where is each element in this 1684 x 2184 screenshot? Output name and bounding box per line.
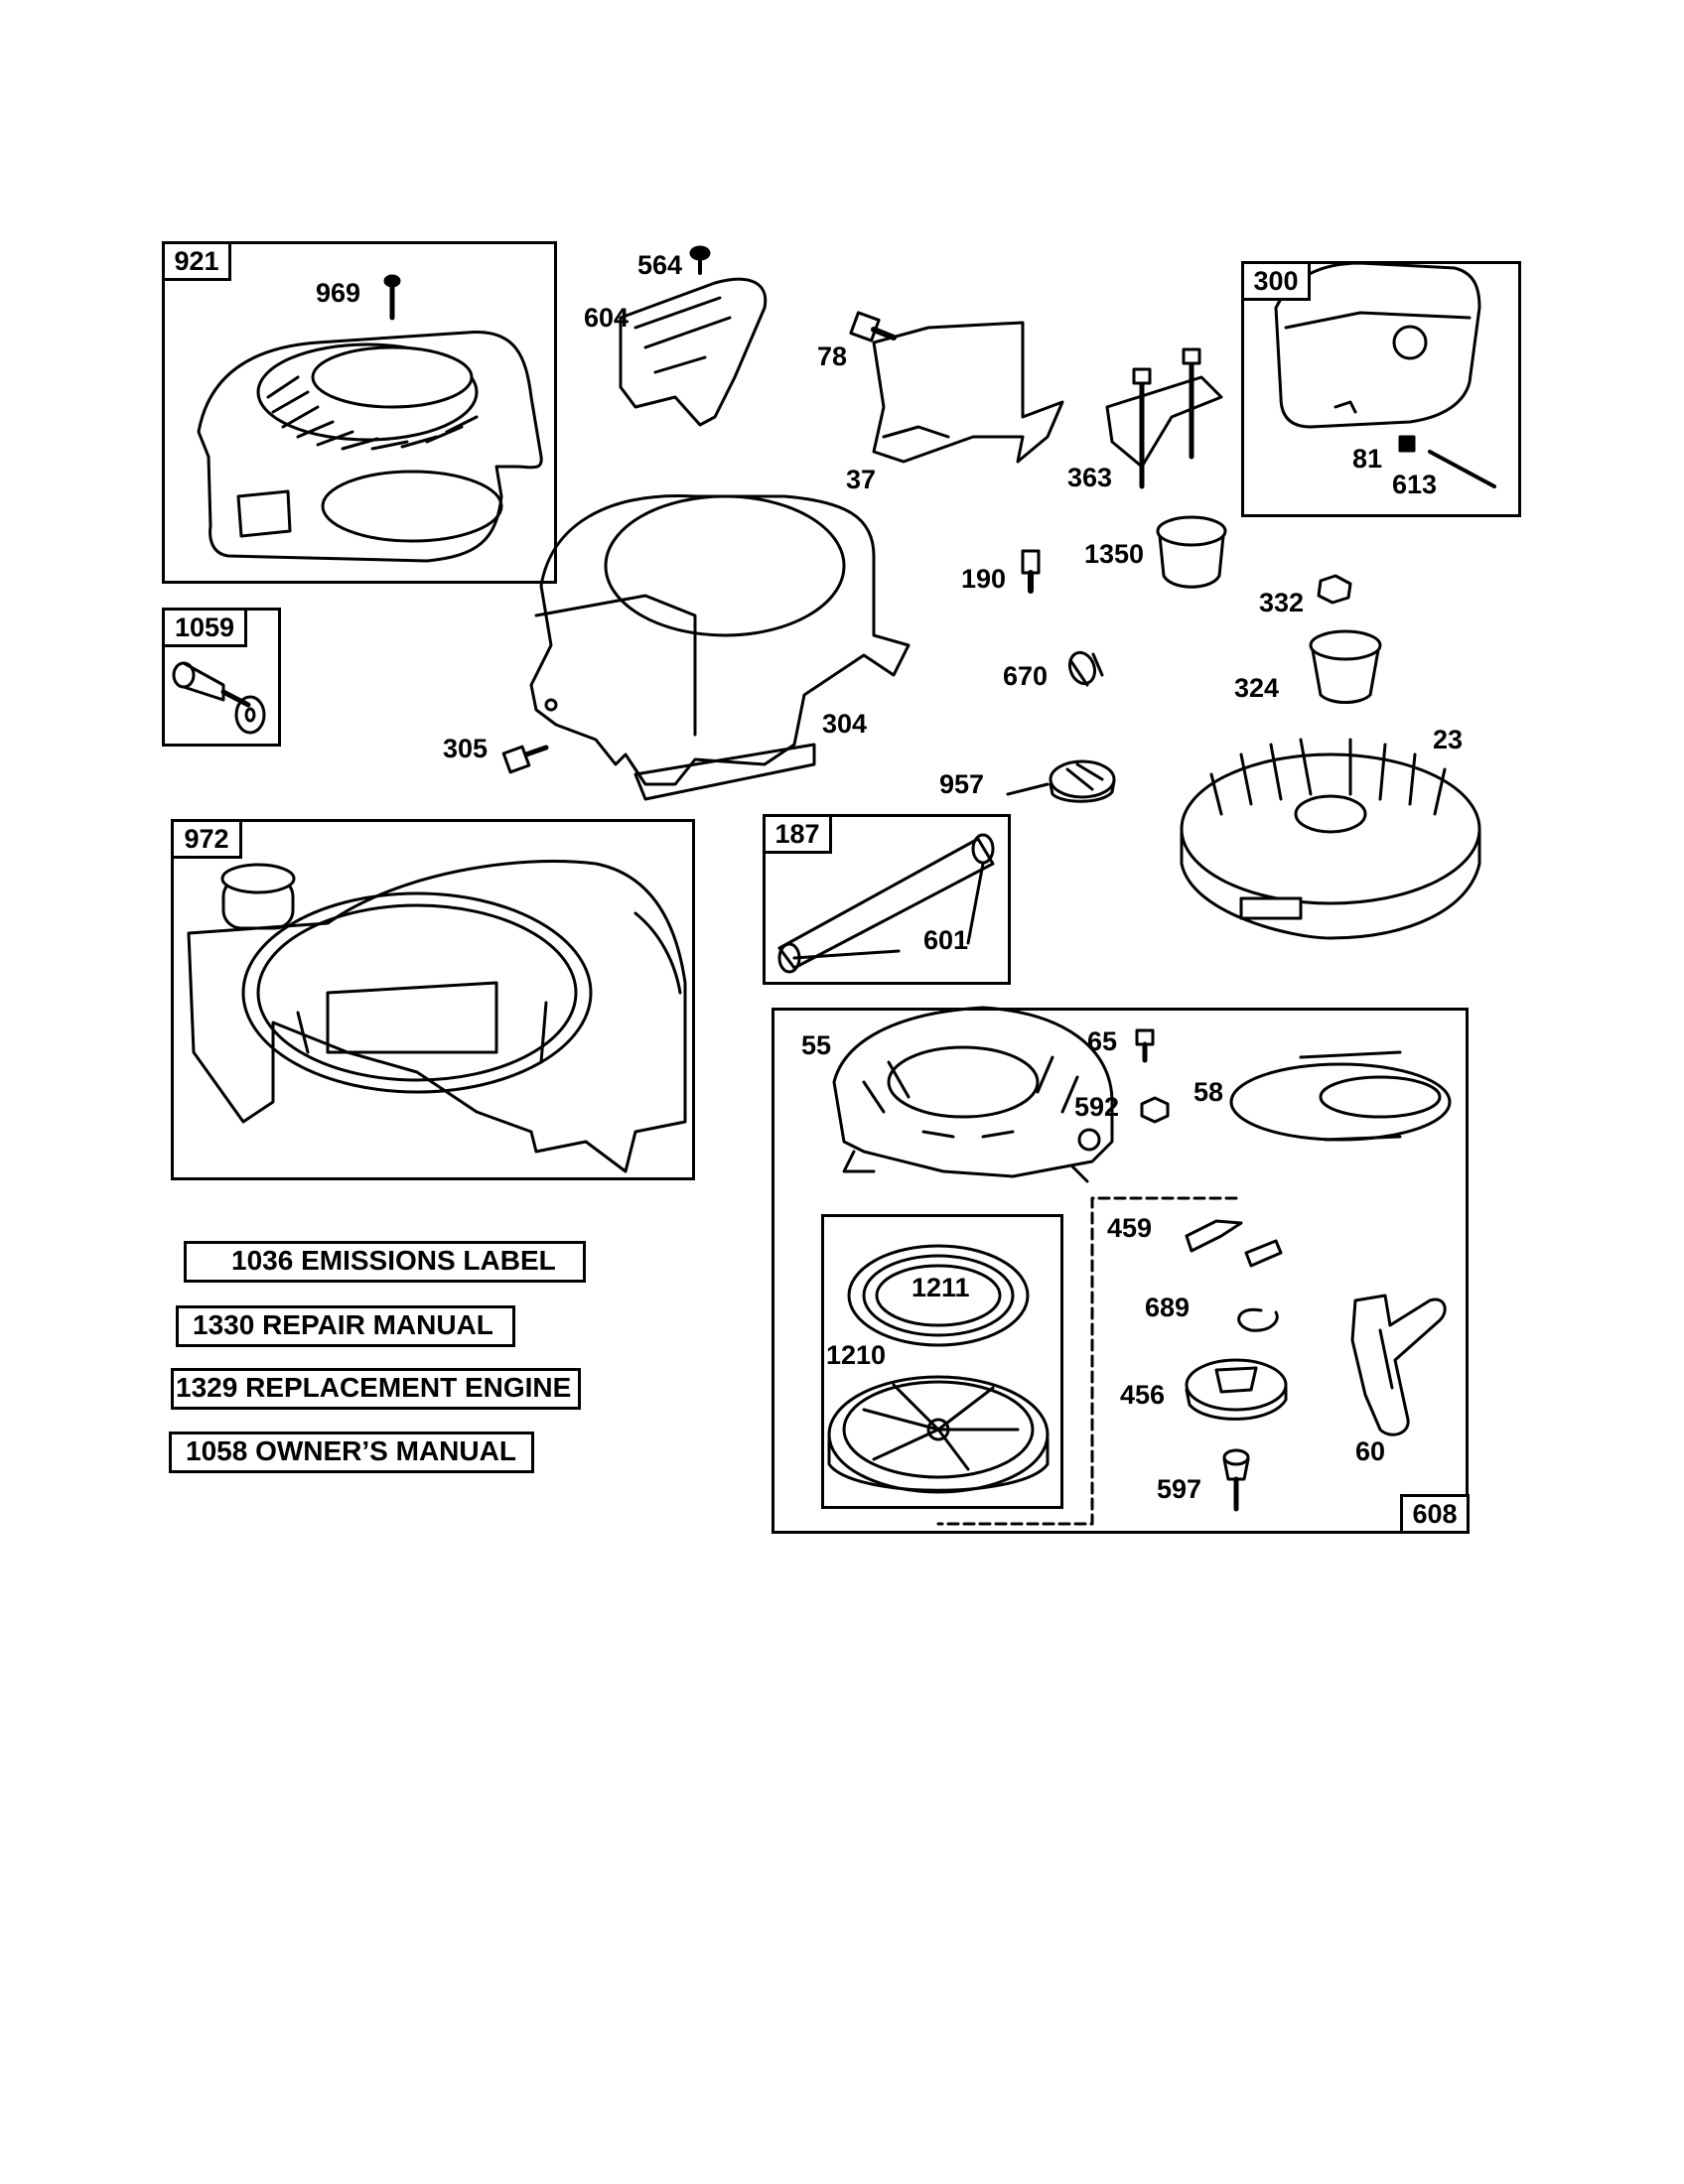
part-label-60: 60 bbox=[1355, 1436, 1386, 1466]
spacer-670-drawing bbox=[1067, 650, 1104, 687]
screw-597-drawing bbox=[1222, 1448, 1250, 1512]
part-label-81: 81 bbox=[1352, 444, 1383, 474]
part-label-324: 324 bbox=[1234, 673, 1280, 703]
retainer-456-drawing bbox=[1185, 1358, 1288, 1421]
screw-78-drawing bbox=[849, 311, 897, 342]
part-label-55: 55 bbox=[801, 1030, 832, 1060]
part-label-670: 670 bbox=[1003, 661, 1049, 691]
part-label-305: 305 bbox=[443, 734, 489, 763]
part-label-459: 459 bbox=[1107, 1213, 1153, 1243]
group-921-tag: 921 bbox=[162, 241, 231, 281]
group-300-tag: 300 bbox=[1241, 261, 1311, 301]
part-label-190: 190 bbox=[961, 564, 1007, 594]
fuel-tank-drawing bbox=[187, 860, 687, 1173]
part-label-332: 332 bbox=[1259, 588, 1305, 617]
nut-592-drawing bbox=[1140, 1096, 1170, 1124]
part-label-304: 304 bbox=[822, 709, 868, 739]
pulley-1210-drawing bbox=[827, 1375, 1050, 1494]
screw-65-drawing bbox=[1135, 1028, 1155, 1063]
group-608-frame bbox=[772, 1008, 1469, 1534]
bushing-1350-drawing bbox=[1156, 515, 1227, 589]
part-label-456: 456 bbox=[1120, 1380, 1166, 1410]
part-label-689: 689 bbox=[1145, 1293, 1191, 1322]
group-972-frame bbox=[171, 819, 695, 1180]
part-label-1210: 1210 bbox=[826, 1340, 887, 1370]
group-187-tag: 187 bbox=[763, 814, 832, 854]
recoil-housing-drawing bbox=[832, 1006, 1114, 1183]
part-label-58: 58 bbox=[1193, 1077, 1224, 1107]
group-972-tag: 972 bbox=[171, 819, 242, 859]
part-label-1350: 1350 bbox=[1084, 539, 1145, 569]
shoulder-bolt-drawing bbox=[172, 661, 266, 735]
group-608-tag: 608 bbox=[1400, 1494, 1470, 1534]
group-1059-tag: 1059 bbox=[162, 608, 247, 647]
doc-replacement-engine: 1329 REPLACEMENT ENGINE bbox=[171, 1368, 581, 1410]
bolt-613-drawing bbox=[1398, 435, 1496, 488]
part-label-564: 564 bbox=[637, 250, 683, 280]
group-300-frame bbox=[1241, 261, 1521, 517]
screw-969-drawing bbox=[383, 274, 401, 321]
part-label-604: 604 bbox=[584, 303, 630, 333]
sub-group-bracket bbox=[936, 1196, 1238, 1526]
part-label-597: 597 bbox=[1157, 1474, 1202, 1504]
rope-58-drawing bbox=[1229, 1050, 1452, 1142]
doc-emissions-label: 1036 EMISSIONS LABEL bbox=[184, 1241, 586, 1283]
doc-repair-manual: 1330 REPAIR MANUAL bbox=[176, 1305, 515, 1347]
blower-housing-cover-drawing bbox=[197, 330, 543, 563]
part-label-957: 957 bbox=[939, 769, 985, 799]
handle-60-drawing bbox=[1350, 1294, 1447, 1436]
blower-housing-drawing bbox=[529, 494, 911, 801]
part-label-1211: 1211 bbox=[912, 1273, 970, 1302]
screw-564-drawing bbox=[689, 245, 711, 275]
part-label-592: 592 bbox=[1074, 1092, 1120, 1122]
spring-1211-drawing bbox=[847, 1244, 1030, 1347]
pawl-459-drawing bbox=[1185, 1219, 1283, 1268]
part-label-613: 613 bbox=[1392, 470, 1438, 499]
fan-957-drawing bbox=[1006, 759, 1116, 803]
baffle-37-drawing bbox=[872, 321, 1064, 464]
group-187-frame bbox=[763, 814, 1011, 985]
recoil-subgroup-frame bbox=[821, 1214, 1063, 1509]
cup-324-drawing bbox=[1309, 629, 1382, 704]
part-label-78: 78 bbox=[817, 341, 848, 371]
bolt-305-drawing bbox=[501, 745, 549, 774]
group-921-frame bbox=[162, 241, 557, 584]
clip-689-drawing bbox=[1237, 1307, 1279, 1332]
part-label-601: 601 bbox=[923, 925, 969, 955]
part-label-65: 65 bbox=[1087, 1026, 1118, 1056]
pin-190-drawing bbox=[1021, 549, 1041, 594]
part-label-23: 23 bbox=[1433, 725, 1464, 754]
flywheel-drawing bbox=[1180, 738, 1481, 940]
part-label-363: 363 bbox=[1067, 463, 1113, 492]
nut-332-drawing bbox=[1317, 574, 1352, 605]
part-label-969: 969 bbox=[316, 278, 361, 308]
muffler-drawing bbox=[1274, 261, 1481, 429]
part-label-37: 37 bbox=[846, 465, 877, 494]
tube-drawing bbox=[777, 833, 995, 974]
bracket-363-drawing bbox=[1105, 347, 1223, 489]
guard-604-drawing bbox=[619, 277, 768, 427]
doc-owners-manual: 1058 OWNER’S MANUAL bbox=[169, 1432, 534, 1473]
